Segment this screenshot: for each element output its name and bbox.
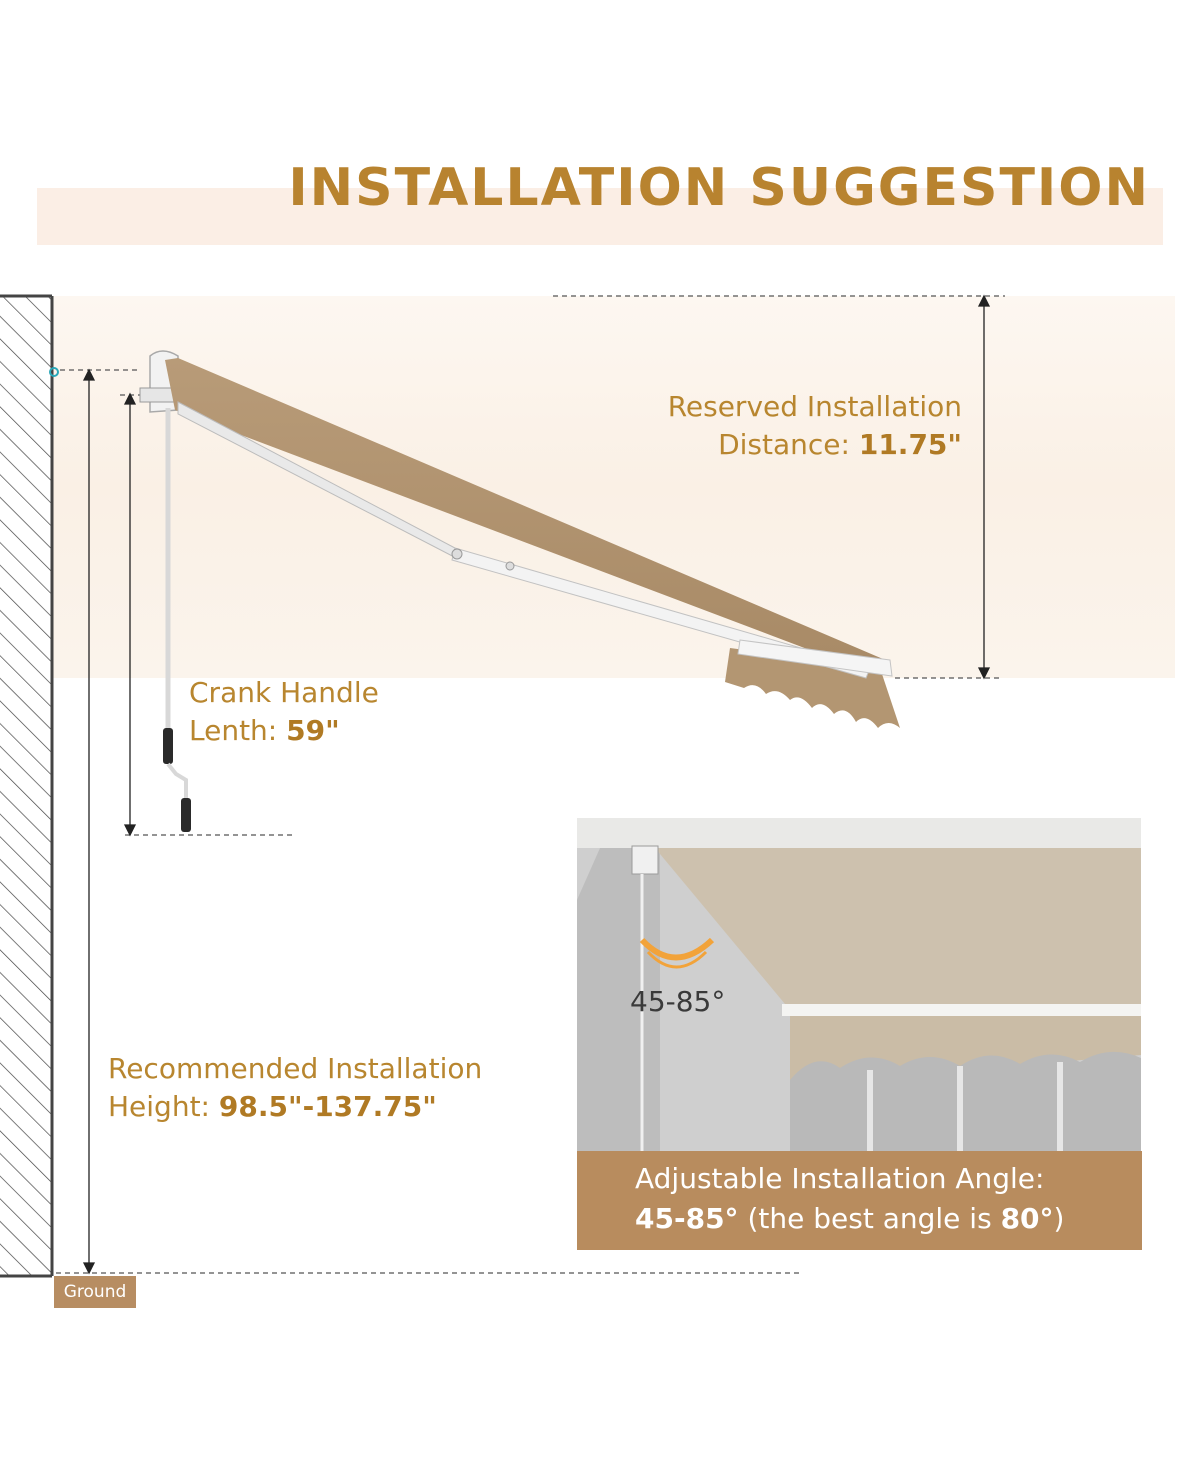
installation-height-label: Recommended Installation Height: 98.5"-1… xyxy=(108,1052,483,1123)
reserved-distance-label: Reserved Installation Distance: 11.75" xyxy=(667,390,962,461)
crank-length-arrow xyxy=(123,392,137,837)
height-arrow xyxy=(82,368,96,1275)
photo-angle-overlay: 45-85° xyxy=(630,985,726,1018)
dashed-guides xyxy=(56,295,1005,1274)
wall xyxy=(0,294,54,1278)
title-band xyxy=(37,188,1163,245)
angle-caption: Adjustable Installation Angle: 45-85° (t… xyxy=(577,1151,1142,1250)
crank-length-label: Crank Handle Lenth: 59" xyxy=(189,676,379,747)
ground-label: Ground xyxy=(54,1276,136,1308)
page-title: INSTALLATION SUGGESTION xyxy=(288,158,1150,218)
awning-illustration xyxy=(139,350,900,728)
crank-handle xyxy=(163,408,191,832)
mount-point-marker xyxy=(49,367,59,377)
installation-zone-band xyxy=(52,296,1175,678)
angle-photo xyxy=(577,818,1141,1151)
reserved-distance-arrow xyxy=(977,294,991,680)
